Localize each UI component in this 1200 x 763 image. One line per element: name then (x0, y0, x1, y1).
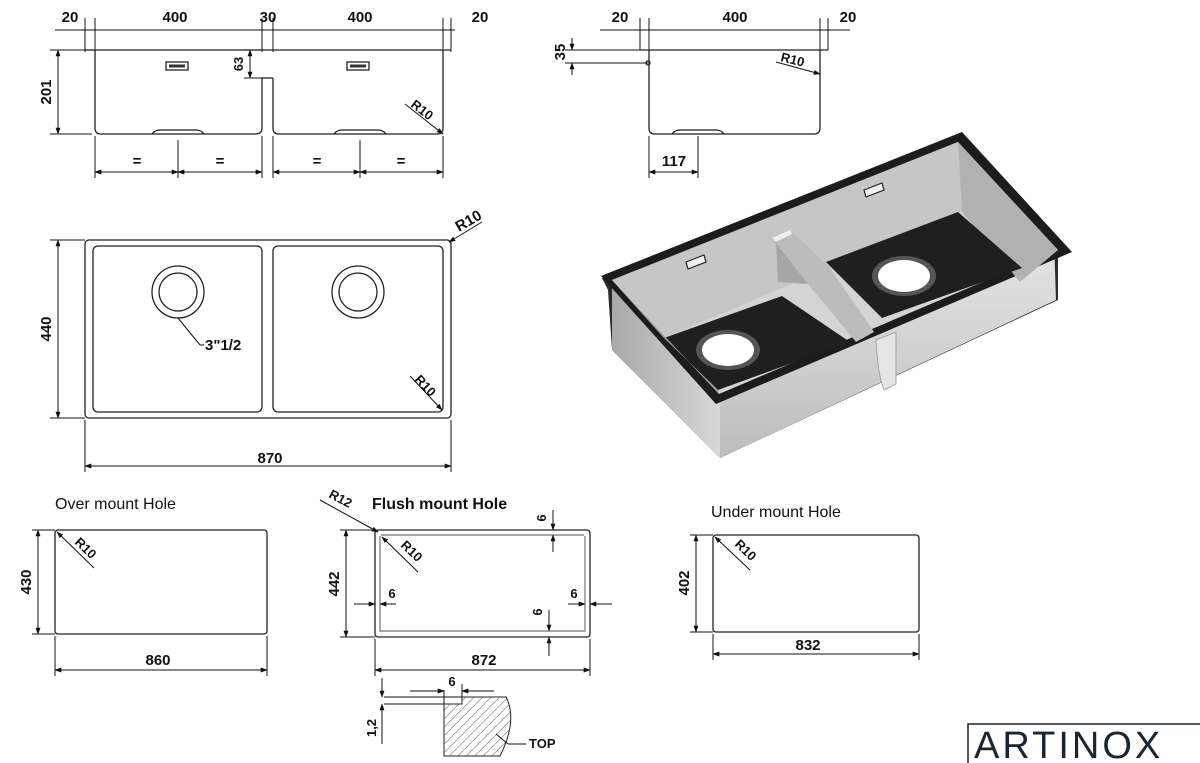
under-mount-width: 832 (795, 637, 820, 654)
side-width-20-left: 20 (62, 9, 79, 26)
flush-mount-hole: Flush mount Hole R12 R10 442 6 6 6 6 (319, 486, 612, 676)
side-width-30: 30 (260, 9, 277, 26)
over-mount-height: 430 (18, 569, 35, 594)
side-width-20-right: 20 (472, 9, 489, 26)
end-width-20-left: 20 (612, 9, 629, 26)
end-width-400: 400 (722, 9, 747, 26)
drain-size-label: 3"1/2 (205, 337, 241, 354)
equal-mark-4: = (397, 153, 406, 170)
flush-detail-step-depth: 1,2 (364, 719, 379, 737)
over-mount-radius: R10 (72, 534, 100, 561)
under-mount-radius: R10 (732, 536, 760, 563)
artinox-logo: ARTINOX (967, 723, 1200, 763)
flush-detail-step-width: 6 (448, 674, 455, 689)
sink-render (601, 132, 1072, 458)
end-rim-35: 35 (552, 44, 569, 61)
over-mount-hole: Over mount Hole 430 860 R10 (18, 496, 268, 676)
plan-depth-440: 440 (38, 316, 55, 341)
logo-text: ARTINOX (974, 725, 1163, 763)
equal-mark-3: = (313, 153, 322, 170)
side-width-400-left: 400 (162, 9, 187, 26)
flush-inner-radius: R10 (398, 537, 426, 564)
flush-mount-title: Flush mount Hole (372, 496, 507, 513)
under-mount-title: Under mount Hole (711, 504, 841, 521)
end-view: 20 400 20 35 R10 117 (552, 9, 856, 178)
plan-view: 440 870 R10 R10 3"1/2 (38, 207, 485, 472)
equal-mark-1: = (133, 153, 142, 170)
over-mount-title: Over mount Hole (55, 496, 176, 513)
over-mount-width: 860 (145, 652, 170, 669)
under-mount-hole: Under mount Hole 402 832 R10 (676, 504, 920, 660)
flush-width: 872 (471, 652, 496, 669)
side-radius: R10 (408, 97, 436, 124)
side-width-400-right: 400 (347, 9, 372, 26)
end-width-20-right: 20 (840, 9, 857, 26)
side-divider-63: 63 (231, 57, 246, 71)
side-height-201: 201 (38, 79, 55, 104)
under-mount-height: 402 (676, 570, 693, 595)
plan-outer-radius: R10 (453, 207, 485, 235)
flush-offset-top: 6 (534, 514, 549, 521)
plan-inner-radius: R10 (412, 372, 439, 400)
flush-detail-top-label: TOP (529, 736, 556, 751)
end-radius: R10 (779, 49, 806, 69)
flush-offset-right: 6 (570, 586, 577, 601)
flush-offset-bottom: 6 (530, 608, 545, 615)
equal-mark-2: = (216, 153, 225, 170)
plan-width-870: 870 (257, 450, 282, 467)
end-drain-117: 117 (662, 153, 686, 170)
flush-height: 442 (326, 571, 343, 596)
flush-detail: 6 1,2 TOP (364, 674, 556, 757)
flush-outer-radius: R12 (327, 486, 355, 510)
flush-offset-left: 6 (388, 586, 395, 601)
side-view: 20 400 30 400 20 201 63 R10 (38, 9, 488, 178)
